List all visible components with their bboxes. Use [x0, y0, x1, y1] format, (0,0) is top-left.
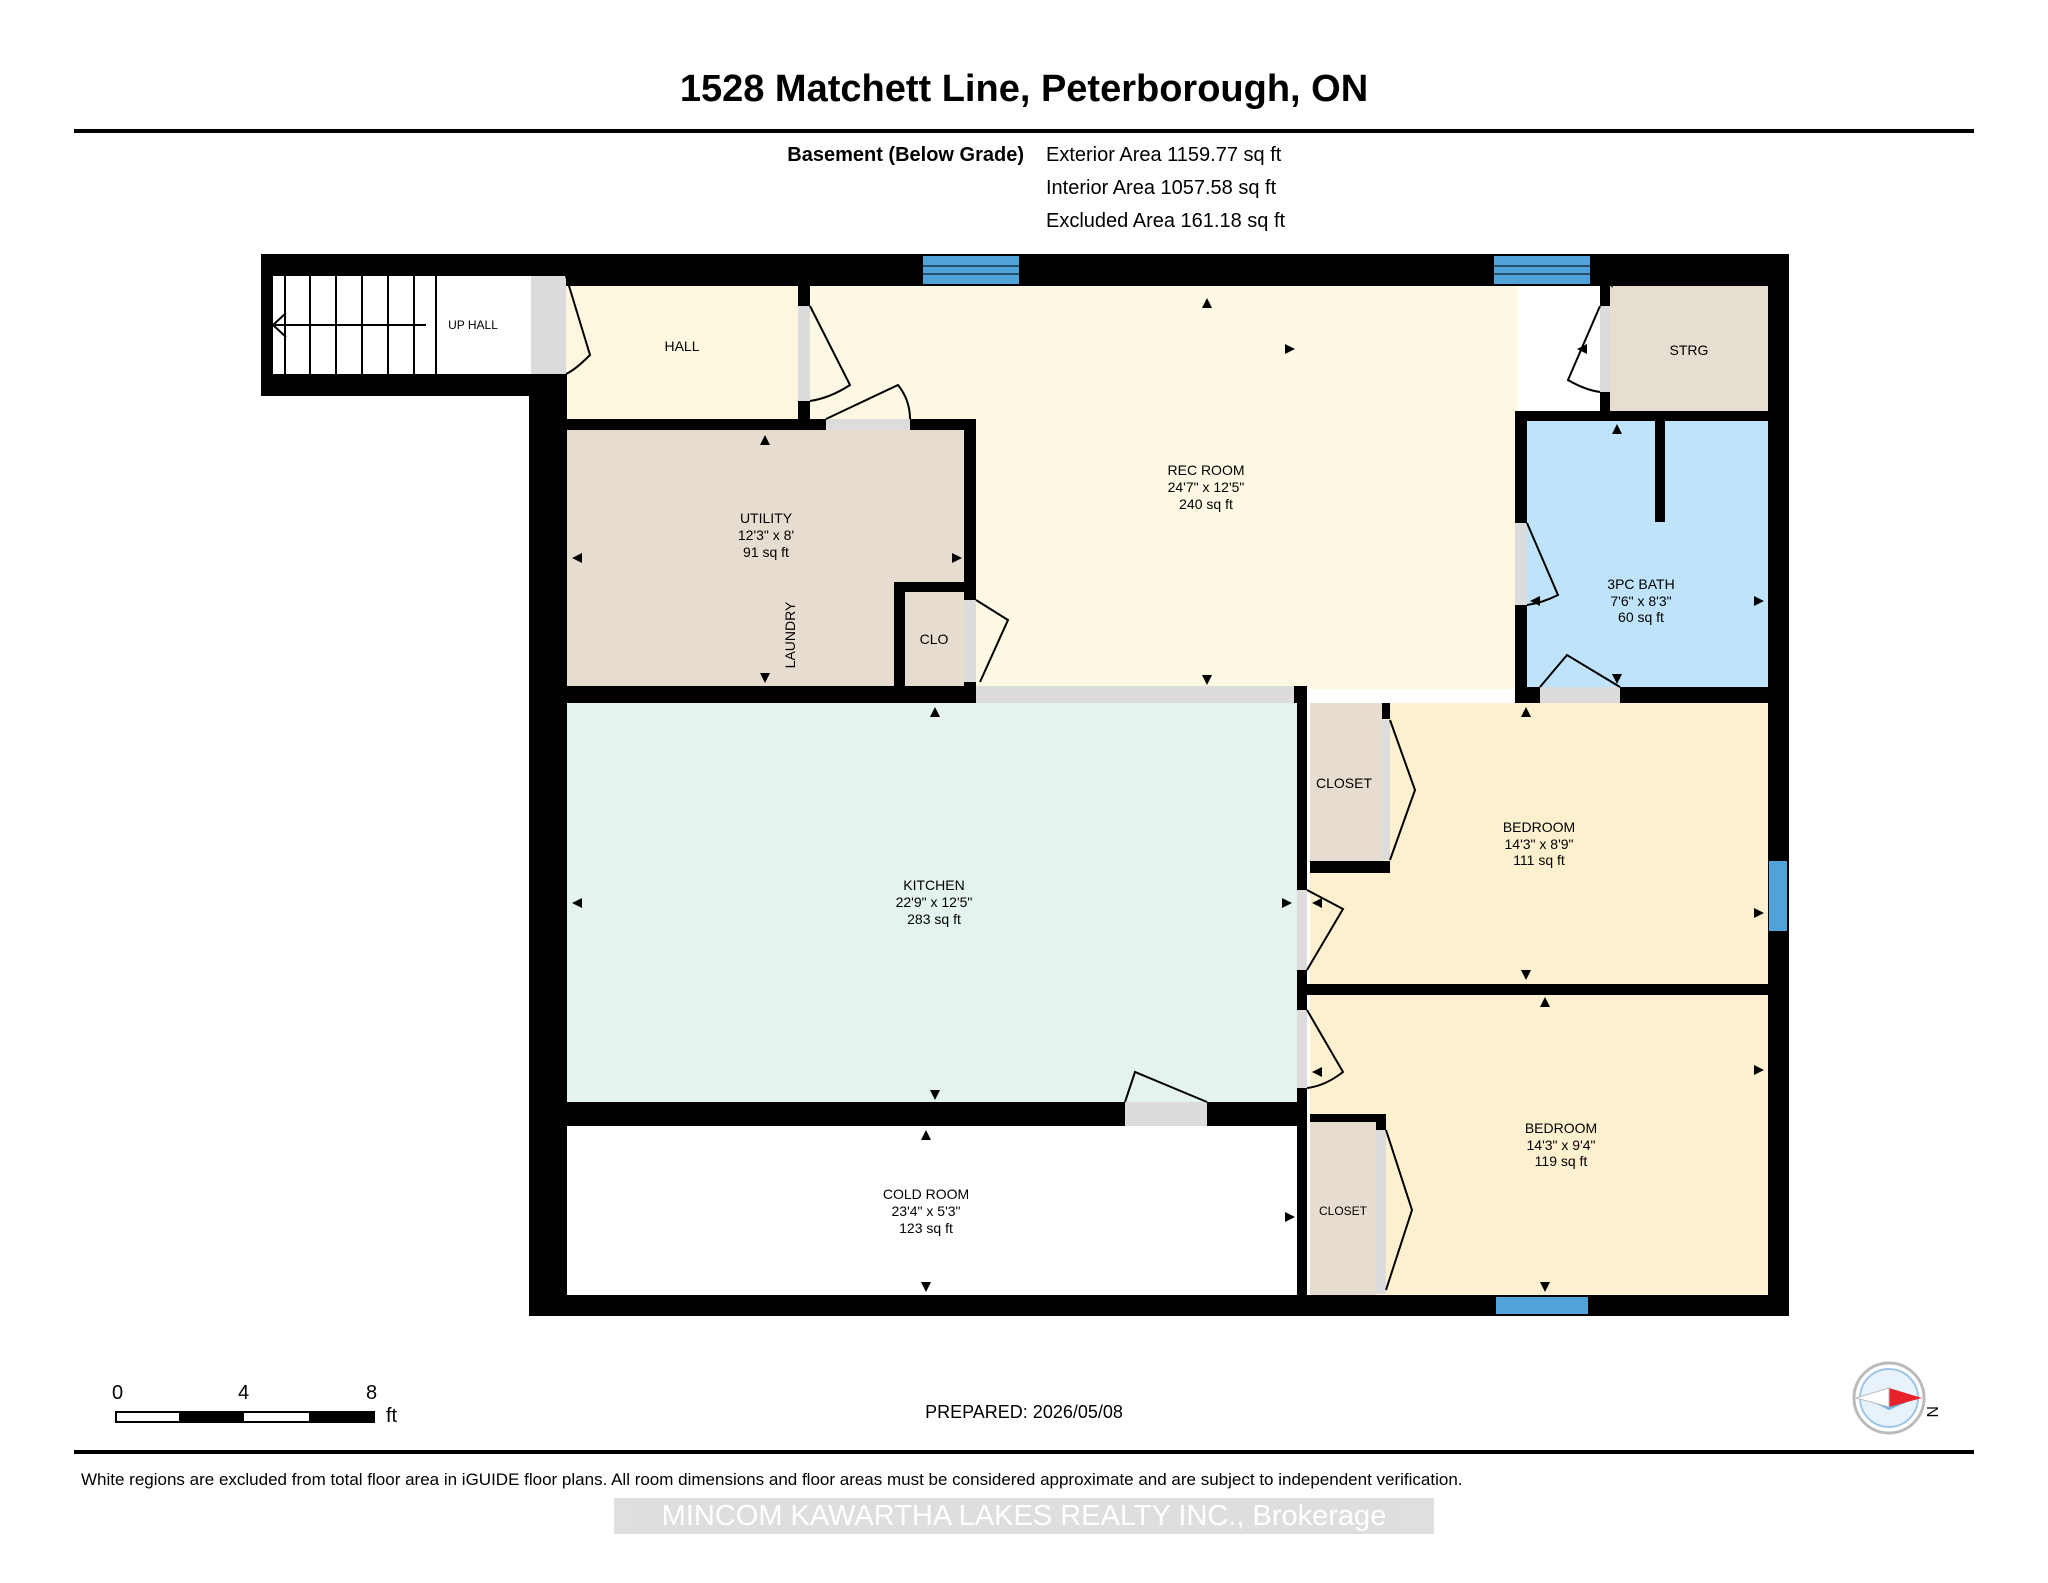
title-rule — [74, 129, 1974, 133]
windows — [923, 256, 1787, 1314]
dimension-arrows — [556, 278, 1764, 1292]
bath-area: 60 sq ft — [1618, 609, 1664, 625]
cold-room — [551, 1126, 1299, 1295]
scale-tick-4: 4 — [238, 1382, 250, 1404]
compass-n-label: N — [1923, 1406, 1940, 1418]
brokerage-watermark: MINCOM KAWARTHA LAKES REALTY INC., Broke… — [614, 1498, 1434, 1534]
closet-1-room-overlay — [1310, 703, 1382, 861]
kitchen-dims: 22'9" x 12'5" — [896, 894, 973, 910]
bedroom-1-dims: 14'3" x 8'9" — [1505, 836, 1574, 852]
door-swings — [565, 275, 1621, 1291]
bedroom-1-area: 111 sq ft — [1513, 852, 1565, 868]
bath-dims: 7'6" x 8'3" — [1610, 593, 1671, 609]
scale-bar — [115, 1411, 375, 1423]
bedroom-2-name: BEDROOM — [1525, 1120, 1597, 1136]
utility-area: 91 sq ft — [743, 544, 789, 560]
prepared-text: PREPARED: 2026/05/08 — [925, 1402, 1123, 1422]
interior-area: Interior Area 1057.58 sq ft — [1046, 177, 1277, 199]
storage-room — [1610, 286, 1768, 411]
disclaimer: White regions are excluded from total fl… — [81, 1470, 1463, 1489]
kitchen-room — [567, 702, 1297, 1102]
walls — [529, 254, 1789, 1316]
exterior-area: Exterior Area 1159.77 sq ft — [1046, 144, 1282, 166]
excluded-area: Excluded Area 161.18 sq ft — [1046, 210, 1286, 232]
footer-rule — [74, 1450, 1974, 1454]
scale-tick-8: 8 — [366, 1382, 378, 1404]
bedroom-2-room — [1310, 995, 1768, 1295]
utility-name: UTILITY — [740, 510, 793, 526]
utility-dims: 12'3" x 8' — [738, 527, 794, 543]
closet-1-label: CLOSET — [1316, 775, 1372, 791]
bedroom-2-area: 119 sq ft — [1535, 1153, 1588, 1169]
bedroom-2-dims: 14'3" x 9'4" — [1527, 1137, 1596, 1153]
cold-room-name: COLD ROOM — [883, 1186, 969, 1202]
bath-name: 3PC BATH — [1607, 576, 1674, 592]
bath-room — [1527, 421, 1768, 687]
hall-label: HALL — [664, 338, 699, 354]
clo-room — [905, 590, 965, 686]
rec-room-extension — [975, 419, 1518, 689]
cold-room-dims: 23'4" x 5'3" — [892, 1203, 961, 1219]
kitchen-name: KITCHEN — [903, 877, 964, 893]
rec-room-area: 240 sq ft — [1179, 496, 1233, 512]
cold-room-area: 123 sq ft — [899, 1220, 953, 1236]
stairs — [261, 254, 531, 396]
compass-icon: N — [1852, 1361, 1940, 1435]
level-name: Basement (Below Grade) — [787, 144, 1024, 166]
rec-room-name: REC ROOM — [1168, 462, 1245, 478]
hall-room — [566, 276, 798, 419]
page-title: 1528 Matchett Line, Peterborough, ON — [679, 68, 1369, 110]
prepared-date: PREPARED: 2026/05/08 — [0, 1402, 2048, 1423]
kitchen-area: 283 sq ft — [907, 911, 961, 927]
storage-label: STRG — [1670, 342, 1709, 358]
closet-2-room — [1310, 1122, 1376, 1295]
scale-tick-0: 0 — [112, 1382, 124, 1404]
laundry-label: LAUNDRY — [782, 601, 798, 668]
bedroom-1-name: BEDROOM — [1503, 819, 1575, 835]
clo-label: CLO — [920, 631, 949, 647]
doors — [531, 276, 1620, 1294]
scale-unit: ft — [386, 1405, 398, 1427]
closet-2-label: CLOSET — [1319, 1204, 1368, 1218]
rec-room-dims: 24'7" x 12'5" — [1168, 479, 1245, 495]
up-hall-label: UP HALL — [448, 318, 498, 332]
